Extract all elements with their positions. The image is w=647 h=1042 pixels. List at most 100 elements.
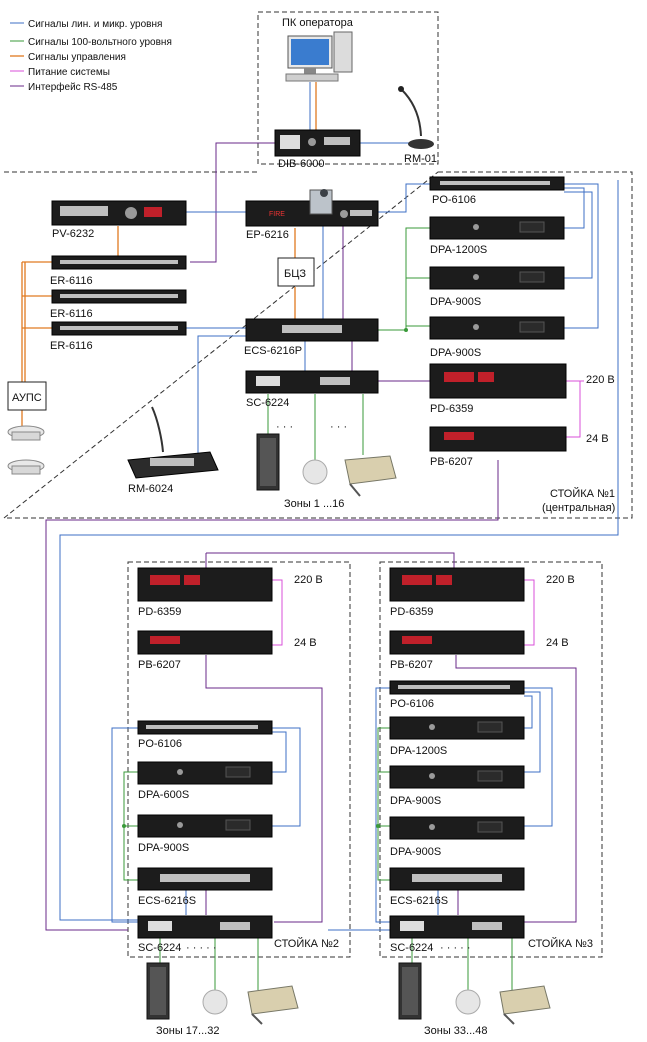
zones-1-16-label: Зоны 1 ...16 (284, 498, 344, 510)
rack2-frame (127, 561, 351, 958)
ecs-6216p-device (245, 318, 379, 342)
er-6116-device-2 (51, 289, 187, 304)
dpa-900s-device-rack3-b (389, 816, 525, 840)
aups-label: АУПС (12, 392, 42, 404)
sc-6224-label-rack1: SC-6224 (246, 397, 289, 409)
legend: Сигналы лин. и микр. уровня Сигналы 100-… (10, 19, 172, 93)
rm-6024-label: RM-6024 (128, 483, 173, 495)
v220-label-rack1: 220 В (586, 374, 615, 386)
po-6106-label-rack3: PO-6106 (390, 698, 434, 710)
dpa-900s-device-rack3-a (389, 765, 525, 789)
rack1-subtitle: (центральная) (542, 502, 615, 514)
dib-6000-device (274, 129, 361, 157)
rm-01-microphone-icon (398, 86, 434, 149)
pv-6232-device (51, 200, 187, 226)
smoke-detector-icon-2 (7, 459, 45, 475)
er-6116-label-3: ER-6116 (50, 340, 93, 352)
legend-audio: Сигналы лин. и микр. уровня (28, 19, 162, 30)
legend-rs485: Интерфейс RS-485 (28, 81, 118, 93)
ceiling-speaker-icon-rack3 (455, 989, 481, 1015)
er-6116-device-1 (51, 255, 187, 270)
zones-33-48-label: Зоны 33...48 (424, 1025, 487, 1037)
v220-label-rack3: 220 В (546, 574, 575, 586)
ecs-6216s-device-rack2 (137, 867, 273, 891)
v24-label-rack2: 24 В (294, 637, 317, 649)
dpa-900s-device-rack2 (137, 814, 273, 838)
v24-label-rack1: 24 В (586, 433, 609, 445)
v24-label-rack3: 24 В (546, 637, 569, 649)
dpa-900s-device-rack1-b (429, 316, 565, 340)
rm-01-label: RM-01 (404, 153, 437, 165)
dpa-1200s-device-rack1 (429, 216, 565, 240)
sc-6224-device-rack3 (389, 915, 525, 939)
bcz-box (277, 257, 315, 287)
pb-6207-device-rack2 (137, 630, 273, 655)
pv-6232-label: PV-6232 (52, 228, 94, 240)
rm-6024-console-icon (127, 406, 219, 479)
pd-6359-device-rack2 (137, 567, 273, 602)
ecs-6216s-label-rack2: ECS-6216S (138, 895, 196, 907)
pd-6359-device-rack1 (429, 363, 567, 399)
dpa-900s-label-rack2: DPA-900S (138, 842, 189, 854)
wires (21, 82, 619, 995)
dpa-900s-label-rack1-b: DPA-900S (430, 347, 481, 359)
smoke-detector-icon-1 (7, 425, 45, 441)
ep-6216-device: FIRE (245, 189, 379, 227)
rack2-title: СТОЙКА №2 (274, 937, 339, 950)
dib-6000-label: DIB-6000 (278, 158, 324, 170)
po-6106-label-rack1: PO-6106 (432, 194, 476, 206)
speaker-column-icon-rack1 (256, 433, 280, 491)
dots-1: · · · (276, 421, 293, 433)
horn-speaker-icon-rack2 (247, 985, 299, 1025)
po-6106-device-rack2 (137, 720, 273, 735)
dpa-600s-label-rack2: DPA-600S (138, 789, 189, 801)
dpa-900s-label-rack3-a: DPA-900S (390, 795, 441, 807)
ecs-6216p-label: ECS-6216P (244, 345, 302, 357)
rack1-title: СТОЙКА №1 (550, 487, 615, 500)
ecs-6216s-label-rack3: ECS-6216S (390, 895, 448, 907)
pd-6359-label-rack2: PD-6359 (138, 606, 181, 618)
pb-6207-device-rack3 (389, 630, 525, 655)
pb-6207-device-rack1 (429, 426, 567, 452)
pd-6359-device-rack3 (389, 567, 525, 602)
dpa-900s-label-rack1-a: DPA-900S (430, 296, 481, 308)
zones-17-32-label: Зоны 17...32 (156, 1025, 219, 1037)
dots-rack2: · · · · · (186, 942, 217, 954)
dpa-900s-device-rack1-a (429, 266, 565, 290)
horn-speaker-icon-rack3 (499, 985, 551, 1025)
pc-label: ПК оператора (282, 17, 354, 29)
pb-6207-label-rack1: PB-6207 (430, 456, 473, 468)
dots-rack3: · · · · · (440, 942, 471, 954)
dots-2: · · · (330, 421, 347, 433)
speaker-column-icon-rack3 (398, 962, 422, 1020)
aups-box (7, 381, 47, 411)
er-6116-device-3 (51, 321, 187, 336)
rack3-title: СТОЙКА №3 (528, 937, 593, 950)
dpa-1200s-label-rack1: DPA-1200S (430, 244, 487, 256)
bcz-label: БЦЗ (284, 268, 306, 280)
dpa-900s-label-rack3-b: DPA-900S (390, 846, 441, 858)
sc-6224-label-rack2: SC-6224 (138, 942, 181, 954)
pc-icon (285, 31, 353, 82)
v220-label-rack2: 220 В (294, 574, 323, 586)
rack3-frame (379, 561, 603, 958)
legend-power: Питание системы (28, 67, 110, 78)
dpa-600s-device-rack2 (137, 761, 273, 785)
pb-6207-label-rack3: PB-6207 (390, 659, 433, 671)
horn-speaker-icon-rack1 (344, 455, 397, 497)
pd-6359-label-rack1: PD-6359 (430, 403, 473, 415)
sc-6224-label-rack3: SC-6224 (390, 942, 433, 954)
dpa-1200s-device-rack3 (389, 716, 525, 740)
pd-6359-label-rack3: PD-6359 (390, 606, 433, 618)
fire-text: FIRE (269, 211, 285, 218)
ceiling-speaker-icon-rack2 (202, 989, 228, 1015)
sc-6224-device-rack1 (245, 370, 379, 394)
er-6116-label-2: ER-6116 (50, 308, 93, 320)
dpa-1200s-label-rack3: DPA-1200S (390, 745, 447, 757)
pb-6207-label-rack2: PB-6207 (138, 659, 181, 671)
operator-frame (257, 11, 439, 165)
er-6116-label-1: ER-6116 (50, 275, 93, 287)
ceiling-speaker-icon-rack1 (302, 459, 328, 485)
sc-6224-device-rack2 (137, 915, 273, 939)
